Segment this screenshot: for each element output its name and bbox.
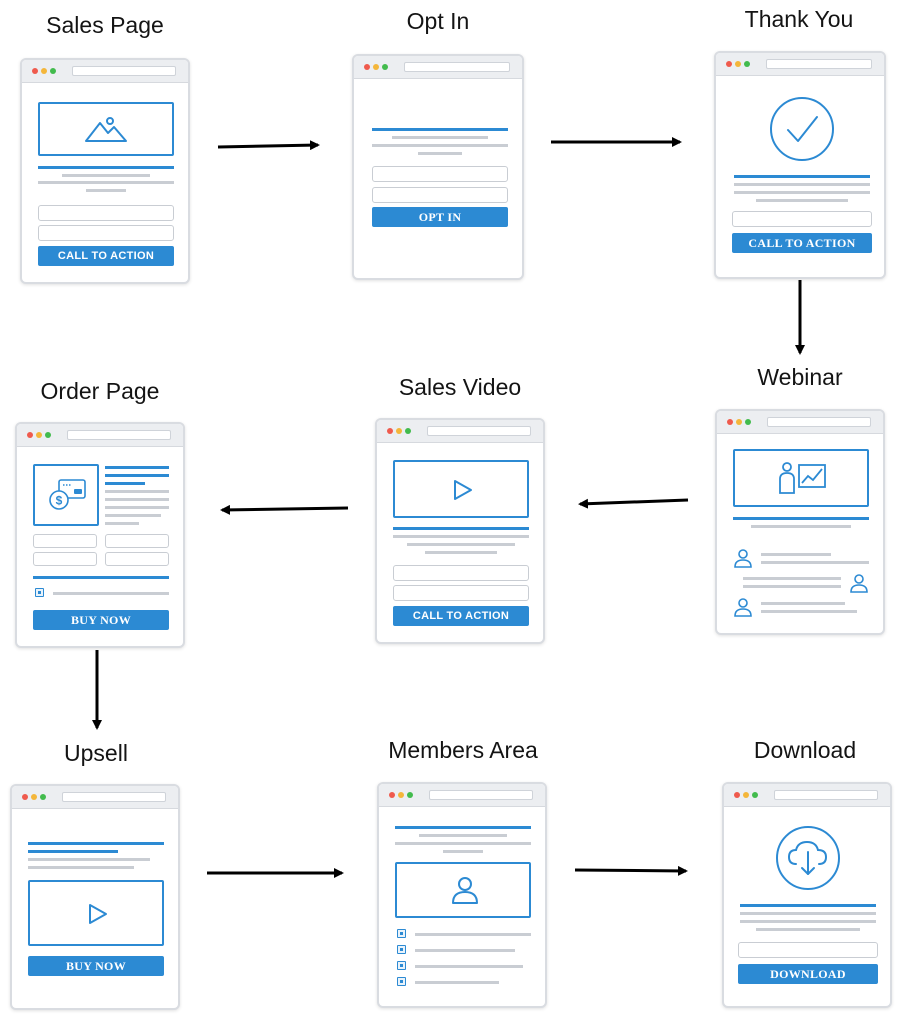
input-field[interactable]: [33, 534, 97, 548]
arrow-salesvideo-to-order: [220, 504, 349, 515]
attendee-user-icon: [734, 549, 752, 568]
card-sales-page[interactable]: CALL TO ACTION: [20, 58, 190, 284]
attendee-user-icon: [850, 574, 868, 593]
play-icon: [89, 904, 107, 924]
input-field[interactable]: [33, 552, 97, 566]
cta-button[interactable]: CALL TO ACTION: [38, 246, 174, 266]
attendee-user-icon: [734, 598, 752, 617]
list-item-bullet: [397, 977, 406, 986]
list-item-bullet: [397, 929, 406, 938]
user-icon: [452, 877, 478, 904]
arrow-sales-to-optin: [217, 140, 320, 151]
step-title-thank-you: Thank You: [744, 6, 854, 32]
browser-chrome: [717, 411, 883, 434]
video-player[interactable]: [393, 460, 529, 518]
input-field[interactable]: [372, 187, 508, 203]
browser-chrome: [17, 424, 183, 447]
cloud-download-icon: [776, 826, 840, 890]
svg-text:$: $: [56, 494, 63, 508]
card-webinar[interactable]: [715, 409, 885, 635]
card-thank-you[interactable]: CALL TO ACTION: [714, 51, 886, 279]
browser-chrome: [22, 60, 188, 83]
cta-button[interactable]: CALL TO ACTION: [732, 233, 872, 253]
step-title-webinar: Webinar: [757, 364, 843, 390]
opt-in-button[interactable]: OPT IN: [372, 207, 508, 227]
step-title-sales-video: Sales Video: [398, 374, 522, 400]
browser-chrome: [724, 784, 890, 807]
image-placeholder: [38, 102, 174, 156]
buy-now-button[interactable]: BUY NOW: [28, 956, 164, 976]
step-title-sales-page: Sales Page: [46, 12, 164, 38]
browser-chrome: [377, 420, 543, 443]
presentation-screen: [733, 449, 869, 507]
browser-chrome: [354, 56, 522, 79]
input-field[interactable]: [738, 942, 878, 958]
step-title-order-page: Order Page: [40, 378, 160, 404]
browser-chrome: [12, 786, 178, 809]
input-field[interactable]: [38, 205, 174, 221]
checkmark-circle-icon: [770, 97, 834, 161]
input-field[interactable]: [393, 585, 529, 601]
payment-image: $: [33, 464, 99, 526]
download-button[interactable]: DOWNLOAD: [738, 964, 878, 984]
card-order-page[interactable]: $ BUY NOW: [15, 422, 185, 648]
checkbox[interactable]: [35, 588, 44, 597]
input-field[interactable]: [105, 552, 169, 566]
arrow-members-to-download: [574, 865, 688, 876]
cta-button[interactable]: CALL TO ACTION: [393, 606, 529, 626]
card-sales-video[interactable]: CALL TO ACTION: [375, 418, 545, 644]
arrow-webinar-to-salesvideo: [578, 498, 689, 509]
video-player[interactable]: [28, 880, 164, 946]
list-item-bullet: [397, 961, 406, 970]
image-icon: [85, 117, 127, 142]
card-members-area[interactable]: [377, 782, 547, 1008]
presenter-chart-icon: [779, 462, 826, 494]
card-opt-in[interactable]: OPT IN: [352, 54, 524, 280]
step-title-members-area: Members Area: [388, 737, 538, 763]
buy-now-button[interactable]: BUY NOW: [33, 610, 169, 630]
input-field[interactable]: [105, 534, 169, 548]
step-title-download: Download: [753, 737, 857, 763]
play-icon: [454, 480, 472, 500]
list-item-bullet: [397, 945, 406, 954]
browser-chrome: [379, 784, 545, 807]
input-field[interactable]: [732, 211, 872, 227]
step-title-opt-in: Opt In: [406, 8, 470, 34]
step-title-upsell: Upsell: [64, 740, 128, 766]
input-field[interactable]: [38, 225, 174, 241]
card-download[interactable]: DOWNLOAD: [722, 782, 892, 1008]
credit-card-dollar-icon: $: [49, 479, 86, 510]
input-field[interactable]: [393, 565, 529, 581]
member-profile-image: [395, 862, 531, 918]
browser-chrome: [716, 53, 884, 76]
input-field[interactable]: [372, 166, 508, 182]
card-upsell[interactable]: BUY NOW: [10, 784, 180, 1010]
